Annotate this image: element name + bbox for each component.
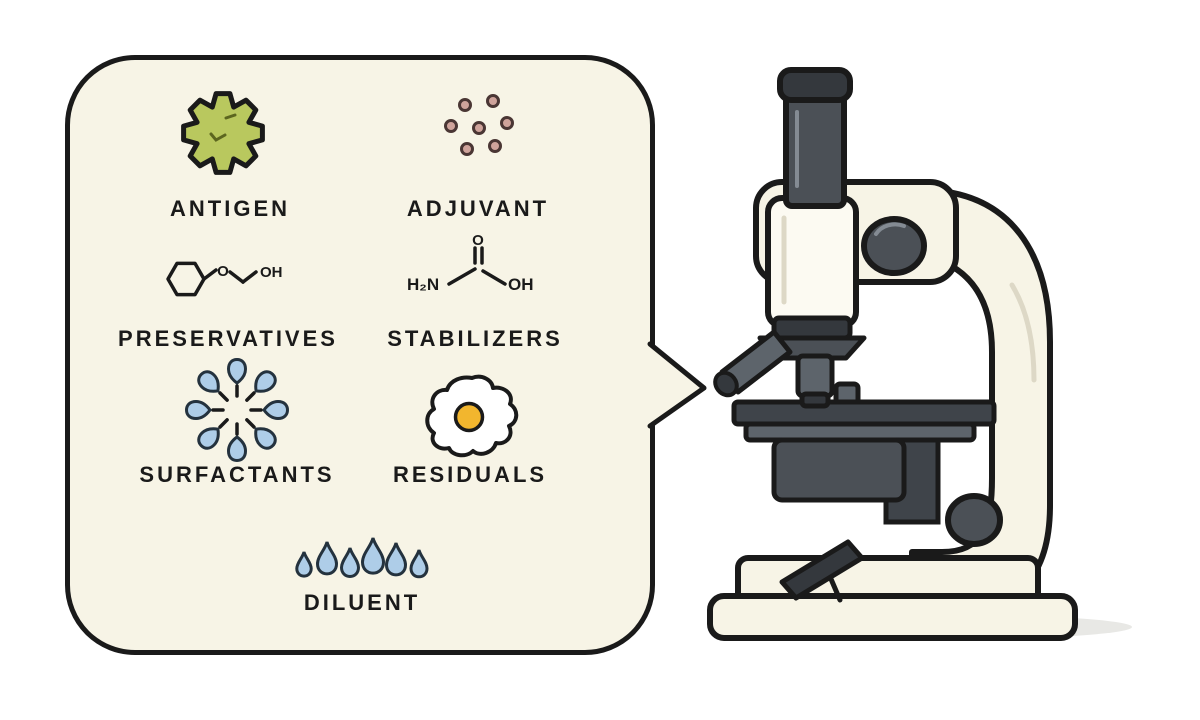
fried-egg-icon	[425, 374, 519, 458]
egg-yolk	[453, 401, 485, 433]
bond-lines	[202, 268, 258, 284]
ring-hexagon	[166, 261, 206, 297]
mirror	[779, 539, 865, 601]
objective-lens-angled	[719, 329, 793, 395]
eyepiece-cap	[777, 67, 853, 103]
coarse-knob-highlight	[874, 222, 906, 236]
nosepiece-collar	[771, 315, 853, 341]
hydroxyl-label: OH	[260, 264, 283, 281]
water-drops	[295, 536, 429, 578]
particle-dots-icon	[444, 94, 514, 156]
virus-body	[181, 91, 265, 175]
glycine-molecule-icon: H₂N O OH	[407, 232, 534, 294]
oxygen-label: O	[472, 232, 484, 249]
condenser	[771, 437, 907, 503]
adjuvant-dots	[444, 94, 514, 156]
speech-bubble-tail	[644, 341, 707, 429]
label-adjuvant: ADJUVANT	[406, 196, 550, 221]
label-surfactants: SURFACTANTS	[139, 462, 335, 487]
droplet-burst	[184, 357, 290, 463]
coarse-focus-knob	[861, 216, 927, 276]
base-lower-tier	[707, 593, 1078, 641]
eyepiece-tube	[783, 85, 847, 209]
oxygen-label: O	[217, 263, 229, 280]
arm-highlight	[1009, 282, 1037, 383]
label-preservatives: PRESERVATIVES	[118, 326, 338, 351]
bond-lines	[447, 246, 507, 286]
hydroxyl-label: OH	[508, 275, 534, 294]
droplet-burst-icon	[184, 357, 290, 463]
label-residuals: RESIDUALS	[392, 462, 548, 487]
microscope-illustration	[707, 67, 1132, 641]
label-stabilizers: STABILIZERS	[387, 326, 563, 351]
fine-focus-knob	[945, 493, 1003, 547]
objective-lens-vertical	[795, 353, 835, 399]
body-tube	[765, 195, 859, 329]
virus-particle-icon	[181, 91, 265, 175]
water-drops-icon	[295, 536, 429, 578]
amine-label: H₂N	[407, 275, 439, 294]
label-diluent: DILUENT	[303, 590, 421, 615]
objective-tip-vertical	[799, 391, 831, 409]
phenoxyethanol-molecule-icon: O OH	[166, 261, 283, 297]
objective-tip-angled	[713, 370, 739, 398]
stage-platform	[731, 399, 997, 427]
speech-bubble	[65, 55, 655, 655]
tail-border-cover	[644, 360, 655, 412]
tail-outline	[647, 341, 707, 429]
label-antigen: ANTIGEN	[170, 196, 290, 221]
virus-surface-marks	[209, 113, 237, 142]
